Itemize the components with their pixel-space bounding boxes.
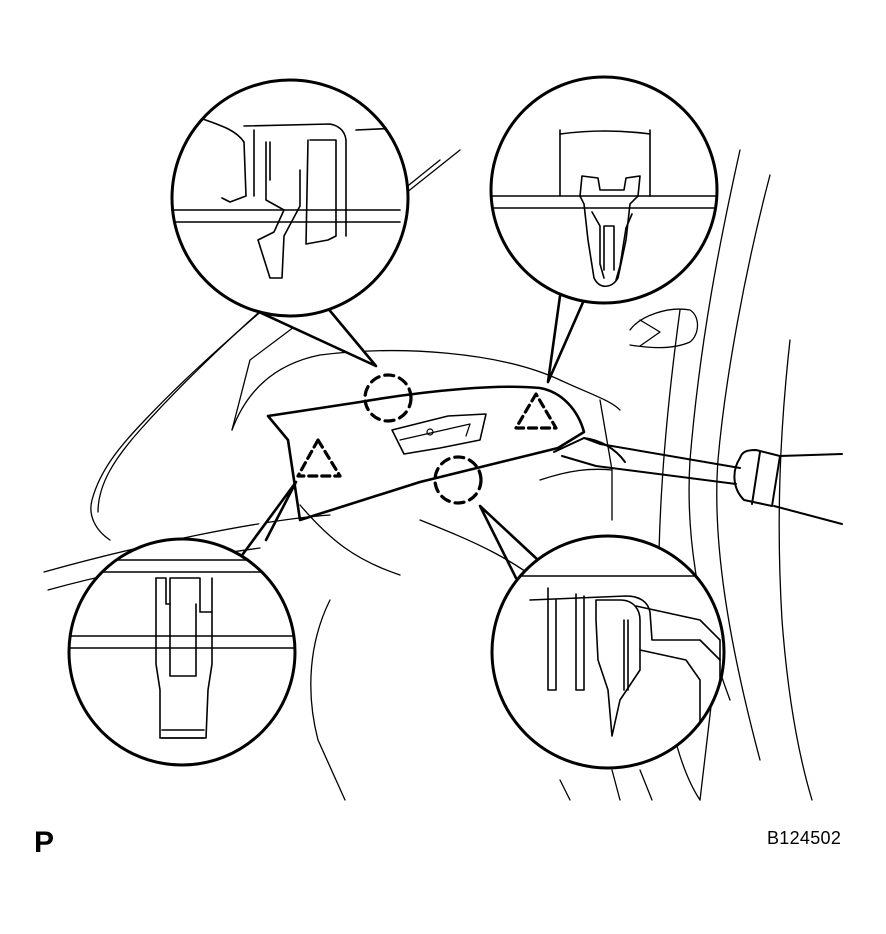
callout-top-right [489,75,719,384]
callout-top-left [170,78,410,368]
trim-panel [266,385,586,522]
view-label: P [34,826,55,859]
triangle-clip-marker-left [296,438,342,478]
triangle-clip-marker-right [514,392,558,430]
circle-clip-marker-bottom [433,455,483,505]
circle-clip-marker-top [363,373,413,423]
figure-code: B124502 [767,828,842,848]
callout-bottom-left [67,480,298,767]
window-switch [391,413,487,455]
screwdriver [553,437,843,525]
